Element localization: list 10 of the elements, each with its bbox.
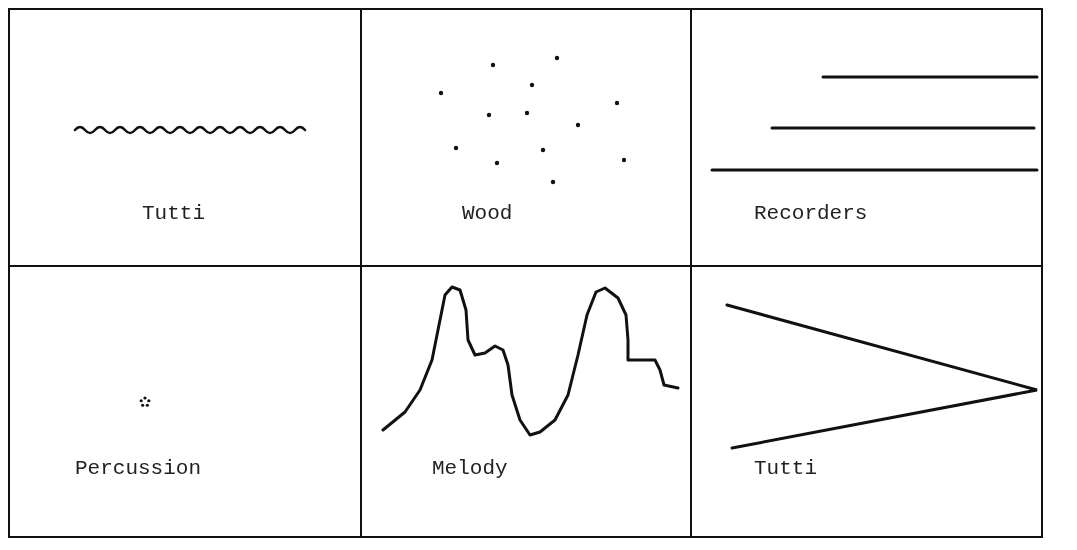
symbol-caption: Recorders	[754, 202, 868, 225]
symbol-caption: Tutti	[754, 457, 817, 480]
symbol-caption: Melody	[432, 457, 508, 480]
symbol-caption: Wood	[462, 202, 513, 225]
symbol-caption: Tutti	[142, 202, 205, 225]
table-cell	[690, 8, 1043, 267]
table-cell	[690, 265, 1043, 538]
table-cell	[8, 265, 362, 538]
symbol-caption: Percussion	[75, 457, 202, 480]
table-cell	[8, 8, 362, 267]
